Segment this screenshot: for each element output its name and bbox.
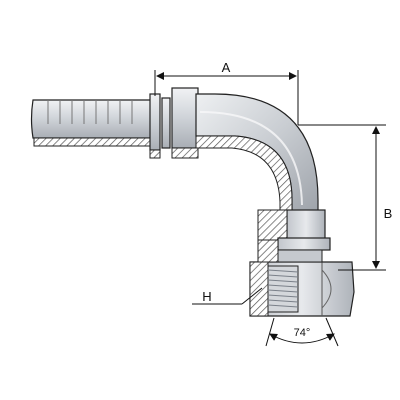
swivel-nut — [249, 209, 355, 317]
dimension-b: B — [298, 124, 393, 271]
angle-dimension: 74° — [265, 317, 339, 347]
label-angle: 74° — [294, 327, 311, 339]
collar — [149, 87, 199, 159]
barb-ridges — [47, 100, 133, 124]
tail-section — [33, 137, 156, 147]
label-b: B — [384, 206, 393, 221]
dimension-h: H — [192, 287, 263, 305]
label-h: H — [202, 289, 211, 304]
label-a: A — [222, 60, 231, 75]
hose-tail — [30, 99, 156, 147]
nut-thread — [267, 265, 299, 313]
elbow-body — [195, 93, 319, 213]
dimension-a: A — [154, 60, 299, 125]
